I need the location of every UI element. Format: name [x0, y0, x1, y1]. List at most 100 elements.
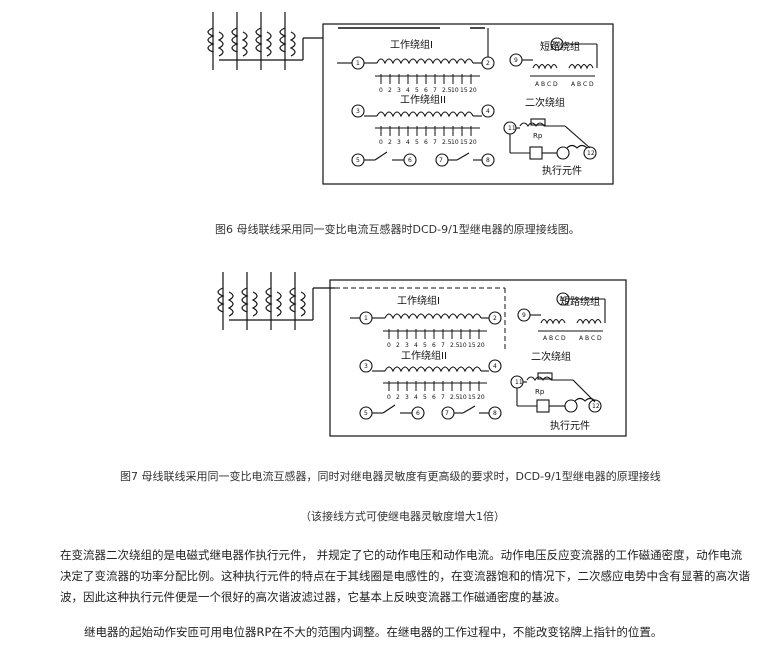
terminal-numbers: 1 2 3 4 5 6 7 8 9 10 11 12: [356, 41, 595, 164]
work-winding-2-label: 工作绕组II: [401, 349, 447, 362]
secondary-circuit: [510, 372, 602, 413]
relay-box: [329, 279, 627, 437]
tap-label: 6: [424, 139, 428, 146]
tap-label: 10: [451, 139, 459, 146]
svg-text:2: 2: [486, 60, 490, 67]
abcd-right-d: D: [597, 335, 602, 342]
figure-6-caption: 图6 母线联线采用同一变比电流互感器时DCD-9/1型继电器的原理接线图。: [215, 223, 580, 236]
short-circuit-winding: [509, 37, 598, 77]
tap-label: 5: [415, 87, 419, 94]
svg-text:3: 3: [364, 363, 368, 370]
tap-label: 20: [469, 139, 477, 146]
tap-label: 5: [423, 394, 427, 401]
relay-box: [322, 23, 614, 185]
abcd-left-a: A: [543, 335, 548, 342]
svg-text:1: 1: [356, 60, 360, 67]
tap-label: 4: [406, 139, 410, 146]
tap-label: 2: [388, 87, 392, 94]
work-winding-2-label: 工作绕组II: [400, 93, 446, 106]
tap-label: 7: [441, 342, 445, 349]
svg-text:11: 11: [515, 379, 523, 386]
current-transformers: [207, 12, 323, 70]
work-winding-2: [351, 104, 495, 129]
work-winding-1: [337, 28, 495, 77]
tap-label: 20: [477, 342, 485, 349]
abcd-left-c: C: [555, 335, 559, 342]
work-winding-1-label: 工作绕组I: [390, 38, 433, 51]
terminal-numbers: 1 2 3 4 5 6 7 8 9 10 11 12: [364, 296, 600, 417]
secondary-winding-label: 二次绕组: [525, 96, 565, 109]
tap-label: 0: [387, 342, 391, 349]
tap-label: 15: [460, 139, 468, 146]
tap-label: 4: [406, 87, 410, 94]
svg-text:3: 3: [356, 108, 360, 115]
contacts: [351, 151, 495, 167]
tap-label: 2.5: [442, 139, 452, 146]
svg-text:1: 1: [364, 315, 368, 322]
figure-7-caption: 图7 母线联线采用同一变比电流互感器，同时对继电器灵敏度有更高级的要求时，DCD…: [120, 470, 661, 483]
short-circuit-winding-label: 短路绕组: [560, 295, 600, 308]
svg-text:7: 7: [439, 157, 443, 164]
tap-label: 2.5: [450, 394, 460, 401]
short-circuit-winding-label: 短路绕组: [540, 40, 580, 53]
tap-label: 4: [414, 342, 418, 349]
svg-text:9: 9: [522, 312, 526, 319]
tap-label: 7: [441, 394, 445, 401]
tap-label: 3: [405, 342, 409, 349]
tap-label: 6: [432, 394, 436, 401]
svg-text:5: 5: [356, 157, 360, 164]
current-transformers: [217, 272, 335, 330]
tap-label: 6: [424, 87, 428, 94]
work-winding-1-label: 工作绕组I: [397, 294, 440, 307]
svg-text:7: 7: [445, 410, 449, 417]
rp-label: Rp: [533, 132, 543, 140]
tap-label: 20: [469, 87, 477, 94]
tap-label: 15: [468, 342, 476, 349]
svg-text:2: 2: [493, 315, 497, 322]
rp-label: Rp: [535, 388, 545, 396]
svg-text:8: 8: [493, 410, 497, 417]
tap-label: 3: [397, 139, 401, 146]
secondary-winding-label: 二次绕组: [531, 350, 571, 363]
abcd-left-d: D: [553, 81, 558, 88]
tap-label: 2: [396, 342, 400, 349]
abcd-right-b: B: [585, 335, 589, 342]
svg-text:12: 12: [587, 150, 595, 157]
contacts: [359, 404, 502, 420]
executor-label: 执行元件: [550, 419, 590, 432]
svg-text:10: 10: [559, 296, 567, 303]
svg-text:6: 6: [408, 157, 412, 164]
abcd-left-a: A: [535, 81, 540, 88]
svg-text:4: 4: [493, 363, 497, 370]
svg-text:4: 4: [486, 108, 490, 115]
tap-label: 0: [379, 87, 383, 94]
tap-label: 20: [477, 394, 485, 401]
work-winding-1: [350, 311, 502, 332]
short-circuit-winding: [517, 292, 606, 332]
tap-label: 10: [459, 342, 467, 349]
abcd-right-a: A: [579, 335, 584, 342]
tap-label: 5: [423, 342, 427, 349]
abcd-right-a: A: [571, 81, 576, 88]
figure-7-note: （该接线方式可使继电器灵敏度增大1倍）: [300, 510, 505, 523]
abcd-right-c: C: [583, 81, 587, 88]
svg-text:10: 10: [553, 41, 561, 48]
tap-label: 2: [396, 394, 400, 401]
svg-text:9: 9: [514, 57, 518, 64]
secondary-circuit: [503, 118, 597, 160]
abcd-left-b: B: [549, 335, 553, 342]
tap-label: 6: [432, 342, 436, 349]
abcd-left-d: D: [561, 335, 566, 342]
svg-text:12: 12: [592, 403, 600, 410]
svg-text:5: 5: [364, 410, 368, 417]
tap-label: 15: [460, 87, 468, 94]
abcd-right-b: B: [577, 81, 581, 88]
tap-label: 7: [433, 87, 437, 94]
tap-label: 2.5: [450, 342, 460, 349]
